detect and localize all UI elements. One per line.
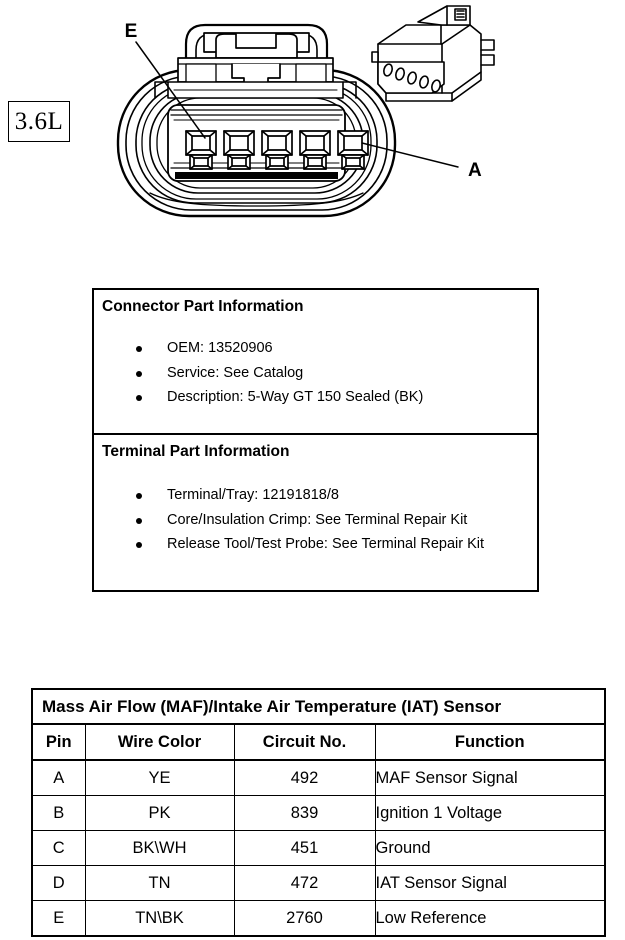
list-item: OEM: 13520906 xyxy=(94,341,537,356)
table-row: A YE 492 MAF Sensor Signal xyxy=(33,759,604,796)
table-row: E TN\BK 2760 Low Reference xyxy=(33,900,604,935)
cell-circuit-no: 2760 xyxy=(233,900,376,935)
table-title: Mass Air Flow (MAF)/Intake Air Temperatu… xyxy=(33,690,604,725)
cell-pin: C xyxy=(33,830,86,866)
cell-pin: E xyxy=(33,900,86,935)
table-row: D TN 472 IAT Sensor Signal xyxy=(33,865,604,901)
cell-function: Ground xyxy=(374,830,604,866)
pin-assignment-table-container: Mass Air Flow (MAF)/Intake Air Temperatu… xyxy=(31,688,606,937)
cell-function: Low Reference xyxy=(374,900,604,935)
leader-line-pin-e xyxy=(135,41,206,139)
connector-part-information-heading: Connector Part Information xyxy=(102,298,304,315)
list-item: Service: See Catalog xyxy=(94,366,537,381)
cell-circuit-no: 492 xyxy=(233,759,376,796)
cell-pin: D xyxy=(33,865,86,901)
pin-assignment-table: Mass Air Flow (MAF)/Intake Air Temperatu… xyxy=(33,690,604,935)
column-header-wire-color: Wire Color xyxy=(84,724,235,761)
table-row: B PK 839 Ignition 1 Voltage xyxy=(33,795,604,831)
callout-label-pin-a: A xyxy=(468,160,482,181)
cell-function: MAF Sensor Signal xyxy=(374,759,604,796)
list-item: Core/Insulation Crimp: See Terminal Repa… xyxy=(94,513,537,528)
list-item: Terminal/Tray: 12191818/8 xyxy=(94,488,537,503)
connector-part-information-list: OEM: 13520906 Service: See Catalog Descr… xyxy=(94,341,537,405)
column-header-function: Function xyxy=(374,724,604,761)
part-information-panel: Connector Part Information OEM: 13520906… xyxy=(92,288,539,592)
table-row: C BK\WH 451 Ground xyxy=(33,830,604,866)
terminal-part-information-heading: Terminal Part Information xyxy=(102,442,290,460)
cell-circuit-no: 472 xyxy=(233,865,376,901)
list-item: Description: 5-Way GT 150 Sealed (BK) xyxy=(94,390,537,405)
cell-function: IAT Sensor Signal xyxy=(374,865,604,901)
connector-part-information-section: Connector Part Information OEM: 13520906… xyxy=(94,290,537,433)
table-header-row: Pin Wire Color Circuit No. Function xyxy=(33,724,604,761)
connector-isometric-view xyxy=(371,5,495,102)
terminal-cavities xyxy=(185,130,369,170)
leader-line-pin-a xyxy=(361,142,459,168)
cell-circuit-no: 451 xyxy=(233,830,376,866)
cell-circuit-no: 839 xyxy=(233,795,376,831)
cell-pin: A xyxy=(33,759,86,796)
column-header-pin: Pin xyxy=(33,724,86,761)
cell-wire-color: YE xyxy=(84,759,235,796)
cell-wire-color: PK xyxy=(84,795,235,831)
cell-wire-color: TN xyxy=(84,865,235,901)
cell-wire-color: TN\BK xyxy=(84,900,235,935)
callout-label-pin-e: E xyxy=(125,21,138,42)
table-title-row: Mass Air Flow (MAF)/Intake Air Temperatu… xyxy=(33,690,604,725)
cell-pin: B xyxy=(33,795,86,831)
connector-illustration: E A xyxy=(0,0,625,240)
engine-displacement-badge: 3.6L xyxy=(8,101,70,142)
terminal-part-information-section: Terminal Part Information Terminal/Tray:… xyxy=(94,432,537,590)
callout-leader-lines xyxy=(135,41,459,168)
connector-face-end-view xyxy=(116,23,397,218)
column-header-circuit-no: Circuit No. xyxy=(233,724,376,761)
cell-wire-color: BK\WH xyxy=(84,830,235,866)
cell-function: Ignition 1 Voltage xyxy=(374,795,604,831)
terminal-part-information-list: Terminal/Tray: 12191818/8 Core/Insulatio… xyxy=(94,488,537,552)
list-item: Release Tool/Test Probe: See Terminal Re… xyxy=(94,537,537,552)
